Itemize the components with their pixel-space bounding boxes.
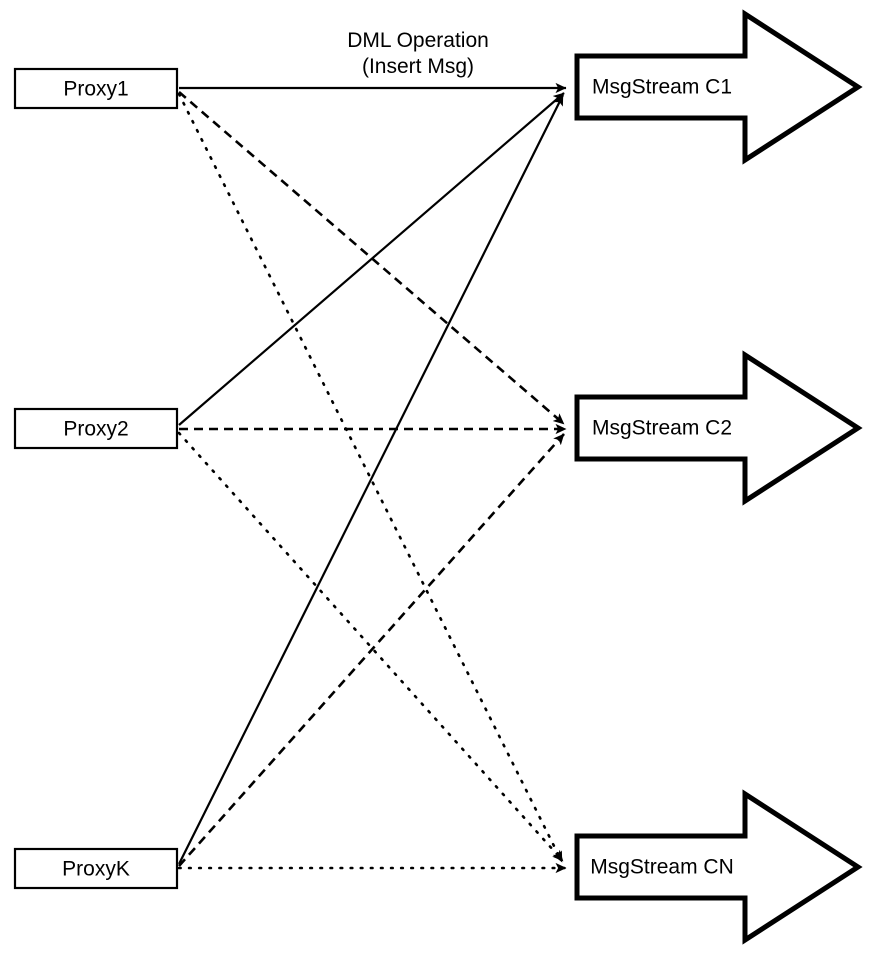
edge-proxy1-to-msgstream-cn (177, 92, 564, 864)
msgstream-cn-arrow-shape[interactable] (574, 789, 863, 945)
edge-group-proxy2 (177, 92, 567, 863)
proxy2-label: Proxy2 (63, 418, 128, 441)
caption-line-2: (Insert Msg) (362, 55, 474, 78)
edge-proxyk-to-msgstream-c2 (178, 433, 565, 867)
edge-group-proxyk (177, 94, 568, 874)
caption-dml-operation: DML Operation (Insert Msg) (347, 29, 489, 78)
caption-line-1: DML Operation (347, 29, 489, 52)
edge-proxy2-to-msgstream-cn (177, 431, 565, 863)
msgstream-node-c2[interactable]: MsgStream C2 (574, 350, 863, 506)
edge-proxy1-to-msgstream-c2 (178, 91, 565, 425)
proxy1-box[interactable] (13, 67, 179, 110)
proxy2-box[interactable] (13, 407, 179, 450)
edge-proxyk-to-msgstream-c1 (178, 94, 564, 865)
proxy-node-proxy2[interactable]: Proxy2 (13, 407, 179, 450)
msgstream-c1-label: MsgStream C1 (592, 76, 732, 99)
edge-group-proxy1 (177, 82, 567, 864)
proxy-node-proxy1[interactable]: Proxy1 (13, 67, 179, 110)
msgstream-c2-label: MsgStream C2 (592, 417, 732, 440)
msgstream-node-c1[interactable]: MsgStream C1 (574, 9, 863, 165)
proxyk-box[interactable] (13, 847, 179, 890)
proxy-node-proxyk[interactable]: ProxyK (13, 847, 179, 890)
msgstream-node-cn[interactable]: MsgStream CN (574, 789, 863, 945)
edge-proxy2-to-msgstream-c1 (178, 92, 565, 426)
msgstream-c1-arrow-shape[interactable] (574, 9, 863, 165)
msgstream-cn-label: MsgStream CN (590, 856, 734, 879)
msgstream-c2-arrow-shape[interactable] (574, 350, 863, 506)
proxyk-label: ProxyK (62, 858, 130, 881)
proxy1-label: Proxy1 (63, 78, 128, 101)
